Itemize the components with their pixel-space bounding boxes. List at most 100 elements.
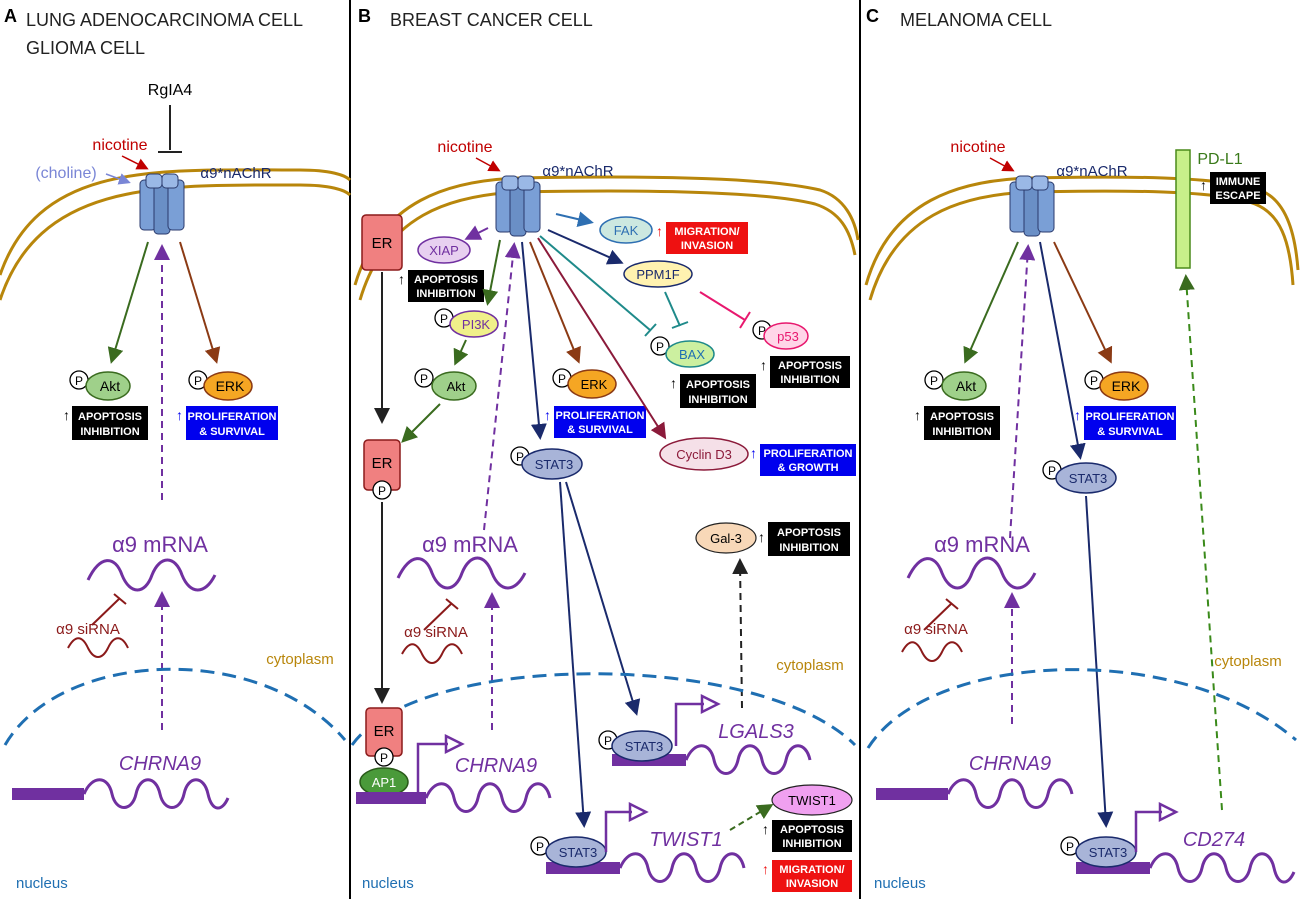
sirna-strand-a: [67, 637, 129, 658]
receptor-label-c: α9*nAChR: [1056, 163, 1127, 180]
svg-text:INHIBITION: INHIBITION: [688, 394, 747, 406]
fak-node: [599, 216, 653, 244]
panel-c: C MELANOMA CELL nicotine α9*nAChR PD-L1 …: [864, 6, 1300, 892]
arrow-stat3-to-twist1: [559, 481, 592, 828]
stat3-label-c: STAT3: [1069, 471, 1108, 486]
choline-label: (choline): [35, 165, 96, 182]
bax-effect: ↑ APOPTOSIS INHIBITION: [670, 374, 756, 408]
receptor-label-a: α9*nAChR: [200, 165, 271, 182]
cyclin-label: Cyclin D3: [676, 447, 732, 462]
ppm1f-inhibits-bax: [664, 291, 681, 327]
bax-node: [665, 340, 715, 368]
stat3-node-b: [521, 448, 583, 480]
immune-escape-effect: ↑ IMMUNE ESCAPE: [1200, 172, 1266, 204]
svg-text:↑: ↑: [914, 407, 921, 423]
erk-node-a: [203, 371, 253, 401]
arrow-stat3-to-lgals3: [565, 481, 641, 716]
phospho-label: P: [1090, 374, 1098, 388]
inhibitor-label: RgIA4: [148, 82, 193, 99]
svg-text:APOPTOSIS: APOPTOSIS: [930, 411, 994, 423]
cytoplasm-label-b: cytoplasm: [776, 657, 844, 674]
er-label-3: ER: [374, 723, 395, 740]
cyclin-effect: ↑ PROLIFERATION & GROWTH: [750, 444, 856, 476]
membrane-inner-a: [0, 183, 352, 301]
akt-effect-a: ↑ APOPTOSIS INHIBITION: [63, 406, 148, 440]
akt-node-c: [941, 371, 987, 401]
svg-text:PROLIFERATION: PROLIFERATION: [555, 410, 644, 422]
arrow-twist1-gene-to-protein: [729, 803, 774, 831]
erk-node-b: [567, 369, 617, 399]
panel-b-title: BREAST CANCER CELL: [390, 10, 593, 30]
mrna-strand-b: [396, 556, 527, 590]
svg-text:↑: ↑: [670, 375, 677, 391]
arrow-lgals3-to-gal3: [732, 558, 749, 709]
phospho-label: P: [75, 374, 83, 388]
svg-text:& GROWTH: & GROWTH: [777, 462, 838, 474]
panel-c-letter: C: [866, 6, 879, 26]
xiap-effect: ↑ APOPTOSIS INHIBITION: [398, 270, 484, 302]
gal3-label: Gal-3: [710, 531, 742, 546]
svg-text:ESCAPE: ESCAPE: [1215, 190, 1260, 202]
arrow-to-stat3-b: [521, 241, 547, 440]
twist1-gene-label: TWIST1: [649, 829, 722, 851]
arrow-mrna-to-receptor-c: [1009, 244, 1036, 539]
cytoplasm-label-a: cytoplasm: [266, 651, 334, 668]
phospho-label: P: [604, 734, 612, 748]
akt-node-a: [85, 371, 131, 401]
receptor-icon-c: [1009, 175, 1055, 237]
svg-text:INVASION: INVASION: [786, 878, 838, 890]
svg-text:APOPTOSIS: APOPTOSIS: [78, 411, 142, 423]
sirna-strand-c: [901, 641, 963, 662]
svg-text:APOPTOSIS: APOPTOSIS: [780, 824, 844, 836]
er-label-1: ER: [372, 235, 393, 252]
cd274-label: CD274: [1183, 829, 1245, 851]
phospho-icon: [374, 747, 394, 767]
erk-effect-c: ↑ PROLIFERATION & SURVIVAL: [1074, 406, 1176, 440]
receptor-icon-b: [495, 175, 541, 237]
svg-text:PROLIFERATION: PROLIFERATION: [763, 448, 852, 460]
phospho-label: P: [656, 340, 664, 354]
sirna-label-c: α9 siRNA: [904, 621, 968, 638]
nucleus-label-b: nucleus: [362, 875, 414, 892]
phospho-label: P: [758, 324, 766, 338]
panel-a-letter: A: [4, 6, 17, 26]
phospho-label: P: [558, 372, 566, 386]
svg-text:INVASION: INVASION: [681, 240, 733, 252]
sirna-inhibit-b: [423, 602, 453, 631]
tss-arrow-b: [416, 742, 448, 792]
phospho-label: P: [380, 751, 388, 765]
erk-effect-a: ↑ PROLIFERATION & SURVIVAL: [176, 406, 278, 440]
svg-text:INHIBITION: INHIBITION: [779, 542, 838, 554]
akt-label-c: Akt: [956, 378, 976, 394]
p53-effect: ↑ APOPTOSIS INHIBITION: [760, 356, 850, 388]
gene-strand-b: [424, 782, 552, 813]
lgals3-label: LGALS3: [718, 721, 794, 743]
membrane-outer-a: [0, 168, 352, 276]
arrow-pi3k-to-akt: [453, 339, 469, 366]
svg-text:↑: ↑: [1200, 177, 1207, 193]
p53-label: p53: [777, 329, 799, 344]
akt-node-b: [431, 371, 477, 401]
nicotine-label-b: nicotine: [437, 139, 492, 156]
gene-label-b: CHRNA9: [455, 755, 537, 777]
phospho-icon: [372, 480, 392, 500]
mrna-label-b: α9 mRNA: [422, 532, 518, 557]
arrow-stat3-to-cd274: [1085, 495, 1114, 828]
phospho-label: P: [930, 374, 938, 388]
phospho-label: P: [1048, 464, 1056, 478]
twist1-effect-migration: ↑ MIGRATION/ INVASION: [762, 860, 852, 892]
phospho-label: P: [1066, 840, 1074, 854]
receptor-icon-a: [139, 173, 185, 235]
promoter-a: [12, 788, 84, 800]
gene-strand-a: [82, 778, 230, 810]
sirna-label-b: α9 siRNA: [404, 624, 468, 641]
twist1-protein-label: TWIST1: [788, 793, 836, 808]
fak-effect: ↑ MIGRATION/ INVASION: [656, 222, 748, 254]
gene-label-a: CHRNA9: [119, 753, 201, 775]
phospho-label: P: [194, 374, 202, 388]
akt-effect-c: ↑ APOPTOSIS INHIBITION: [914, 406, 1000, 440]
pi3k-node: [449, 310, 499, 338]
pi3k-label: PI3K: [462, 317, 491, 332]
promoter-c: [876, 788, 948, 800]
twist1-protein-node: [771, 784, 853, 816]
